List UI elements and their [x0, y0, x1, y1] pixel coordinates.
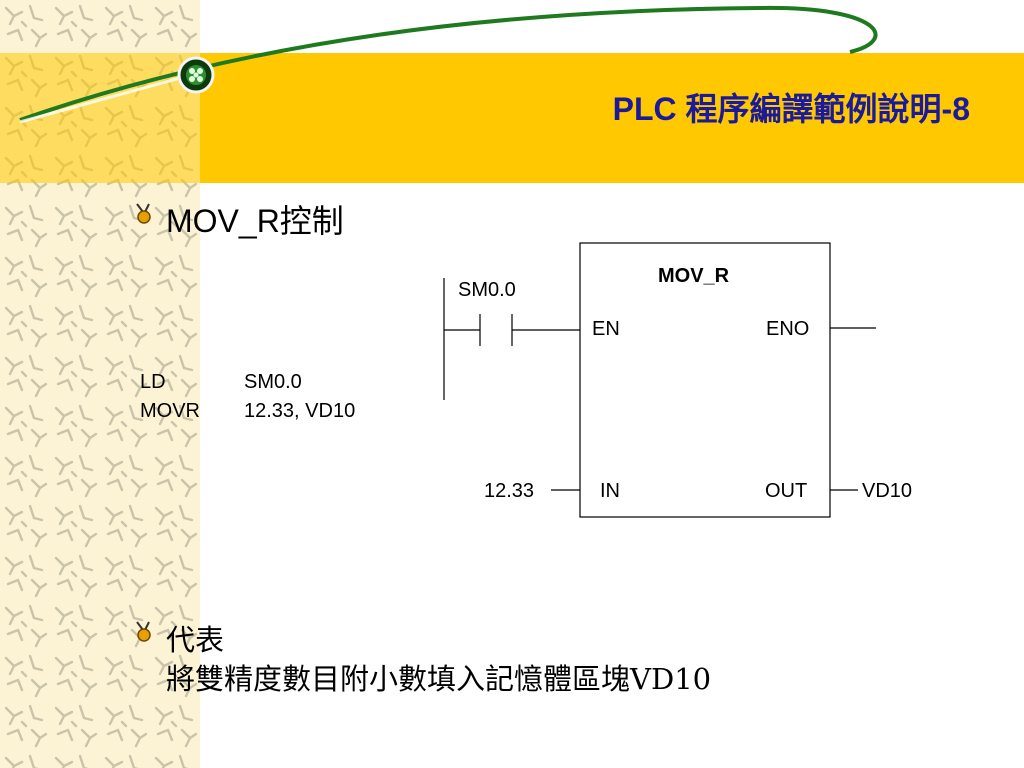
bullet-icon	[136, 203, 151, 224]
bullet-text-mov-r: MOV_R控制	[166, 203, 344, 239]
stl-code-block: LD SM0.0 MOVR 12.33, VD10	[140, 368, 355, 426]
stl-row: LD SM0.0	[140, 368, 355, 397]
pin-en: EN	[592, 318, 620, 340]
swoosh-decoration	[19, 5, 878, 124]
pin-eno: ENO	[766, 318, 810, 340]
green-orb-icon	[177, 56, 215, 94]
pin-in: IN	[600, 480, 620, 502]
slide-title: PLC 程序編譯範例說明-8	[612, 91, 970, 127]
bullet-text-line: 代表	[166, 623, 225, 657]
box-title: MOV_R	[658, 265, 730, 287]
bullet-text-line: 將雙精度數目附小數填入記憶體區塊VD10	[166, 662, 712, 696]
in-value: 12.33	[484, 480, 535, 502]
mov-r-box	[579, 242, 831, 518]
pin-out: OUT	[765, 480, 808, 502]
stl-arg: 12.33, VD10	[244, 400, 356, 422]
bullet-icon	[136, 621, 151, 642]
contact-label: SM0.0	[458, 279, 516, 301]
stl-op: MOVR	[140, 400, 200, 422]
header-band	[200, 53, 1024, 183]
stl-arg: SM0.0	[244, 371, 302, 393]
out-value: VD10	[862, 480, 913, 502]
stl-row: MOVR 12.33, VD10	[140, 397, 355, 426]
stl-op: LD	[140, 371, 166, 393]
